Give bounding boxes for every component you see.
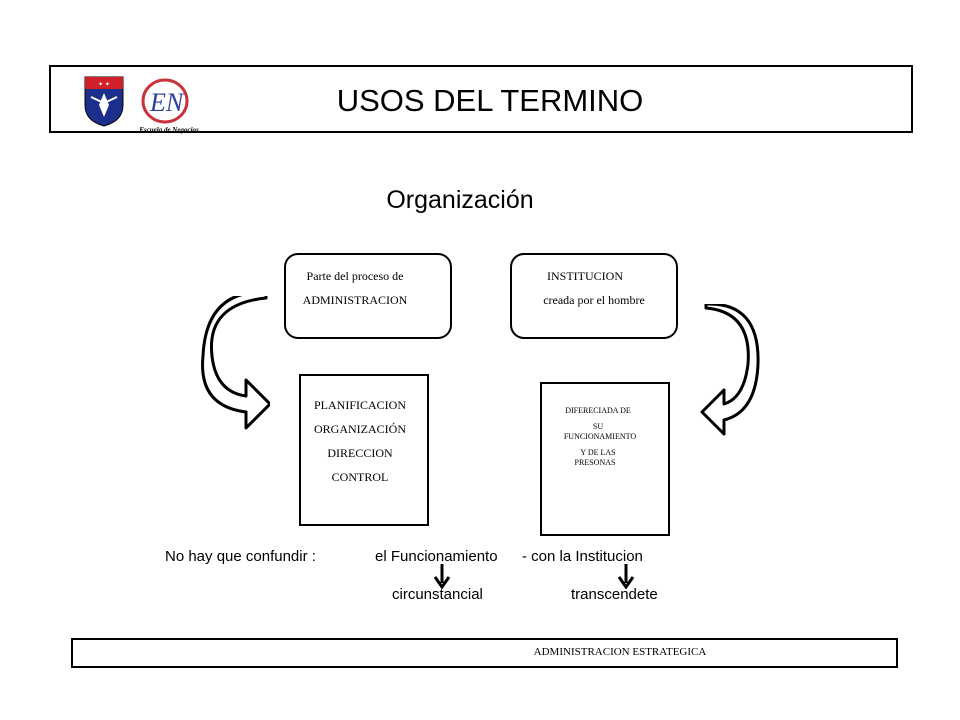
box-institucion: INSTITUCION creada por el hombre <box>510 253 678 339</box>
subtitle: Organización <box>386 186 534 214</box>
box-institucion-line1: INSTITUCION <box>547 269 623 283</box>
box-institucion-line2: creada por el hombre <box>543 293 645 307</box>
curved-arrow-left <box>201 296 270 430</box>
diferenciada-line2: SU <box>592 422 604 431</box>
box-funciones: PLANIFICACION ORGANIZACIÓN DIRECCION CON… <box>299 374 429 526</box>
funcion-control: CONTROL <box>331 470 389 484</box>
note-prefix: No hay que confundir : <box>165 548 316 565</box>
box-administracion-line1: Parte del proceso de <box>306 269 404 283</box>
funcion-planificacion: PLANIFICACION <box>313 398 406 412</box>
note-funcionamiento: el Funcionamiento <box>375 548 498 565</box>
footer-text: ADMINISTRACION ESTRATEGICA <box>533 646 707 658</box>
escuela-negocios-logo: EN Escuela de Negocios <box>138 78 199 134</box>
label-transcendete: transcendete <box>571 586 658 603</box>
header-frame <box>49 65 913 133</box>
diferenciada-line5: PRESONAS <box>574 458 616 467</box>
down-arrow-icon <box>617 564 635 589</box>
note-institucion: - con la Institucion <box>522 548 643 565</box>
down-arrow-icon <box>433 564 451 589</box>
funcion-direccion: DIRECCION <box>327 446 393 460</box>
box-administracion-line2: ADMINISTRACION <box>302 293 408 307</box>
box-diferenciada: DIFERECIADA DE SU FUNCIONAMIENTO Y DE LA… <box>540 382 670 536</box>
logo-mark: EN <box>149 88 185 117</box>
crest-logo: ✦ ✦ <box>84 76 124 127</box>
footer-frame <box>71 638 898 668</box>
curved-arrow-right <box>700 304 760 436</box>
funcion-organizacion: ORGANIZACIÓN <box>314 422 406 436</box>
svg-text:✦ ✦: ✦ ✦ <box>98 81 110 88</box>
diferenciada-line1: DIFERECIADA DE <box>565 406 631 415</box>
logo-caption: Escuela de Negocios <box>138 126 199 134</box>
label-circunstancial: circunstancial <box>392 586 483 603</box>
diferenciada-line3: FUNCIONAMIENTO <box>563 432 637 441</box>
box-administracion: Parte del proceso de ADMINISTRACION <box>284 253 452 339</box>
diferenciada-line4: Y DE LAS <box>580 448 616 457</box>
page-title: USOS DEL TERMINO <box>336 83 644 118</box>
